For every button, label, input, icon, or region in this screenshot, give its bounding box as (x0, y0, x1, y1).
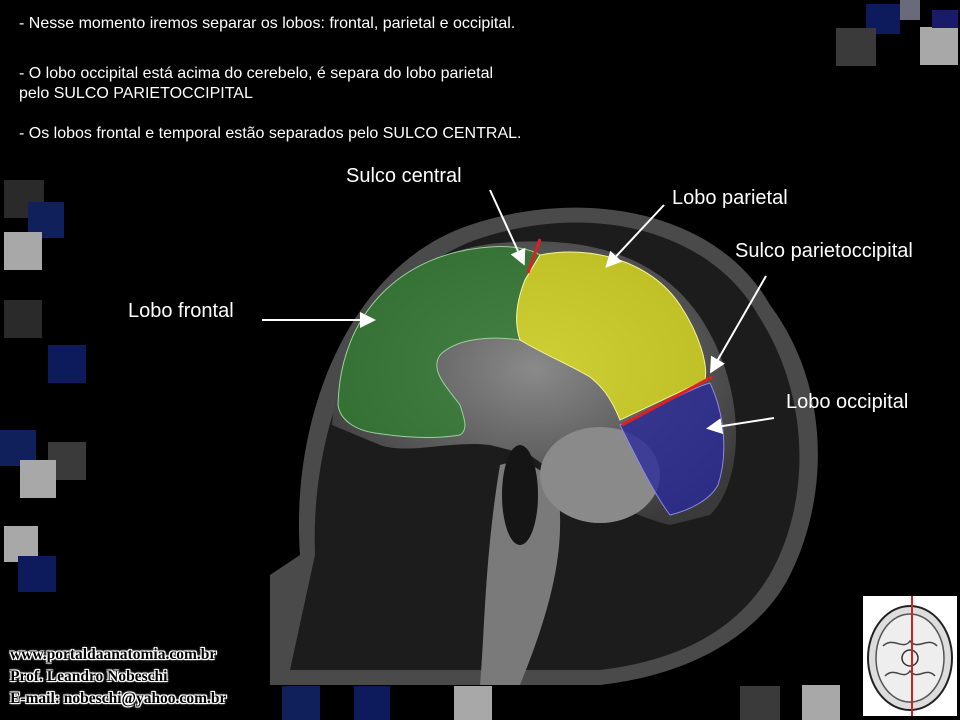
bullet-2-line-2: pelo SULCO PARIETOCCIPITAL (19, 85, 253, 102)
credits-author: Prof. Leandro Nobeschi (10, 668, 168, 685)
bullet-1: - Nesse momento iremos separar os lobos:… (19, 15, 516, 32)
parietoccipital-sulcus-line (621, 375, 713, 427)
brainstem (480, 462, 561, 685)
cerebellum (540, 427, 660, 523)
label-sulco-central: Sulco central (346, 165, 462, 187)
credits-email: E-mail: nobeschi@yahoo.com.br (10, 690, 227, 707)
label-lobo-parietal: Lobo parietal (672, 187, 788, 209)
central-sulcus-line (526, 238, 542, 274)
credits-block: www.portaldaanatomia.com.br Prof. Leandr… (10, 644, 226, 710)
label-sulco-parietoccipital: Sulco parietoccipital (735, 240, 913, 262)
parietal-lobe-region (516, 251, 707, 421)
occipital-lobe-region (619, 382, 725, 516)
credits-site: www.portaldaanatomia.com.br (10, 646, 217, 663)
axial-reference-thumbnail (863, 596, 957, 716)
frontal-lobe-region (337, 246, 541, 439)
label-lobo-frontal: Lobo frontal (128, 300, 234, 322)
bullet-3: - Os lobos frontal e temporal estão sepa… (19, 125, 522, 142)
label-lobo-occipital: Lobo occipital (786, 391, 909, 413)
mri-sagittal-image (270, 155, 866, 685)
bullet-2-line-1: - O lobo occipital está acima do cerebel… (19, 65, 494, 82)
